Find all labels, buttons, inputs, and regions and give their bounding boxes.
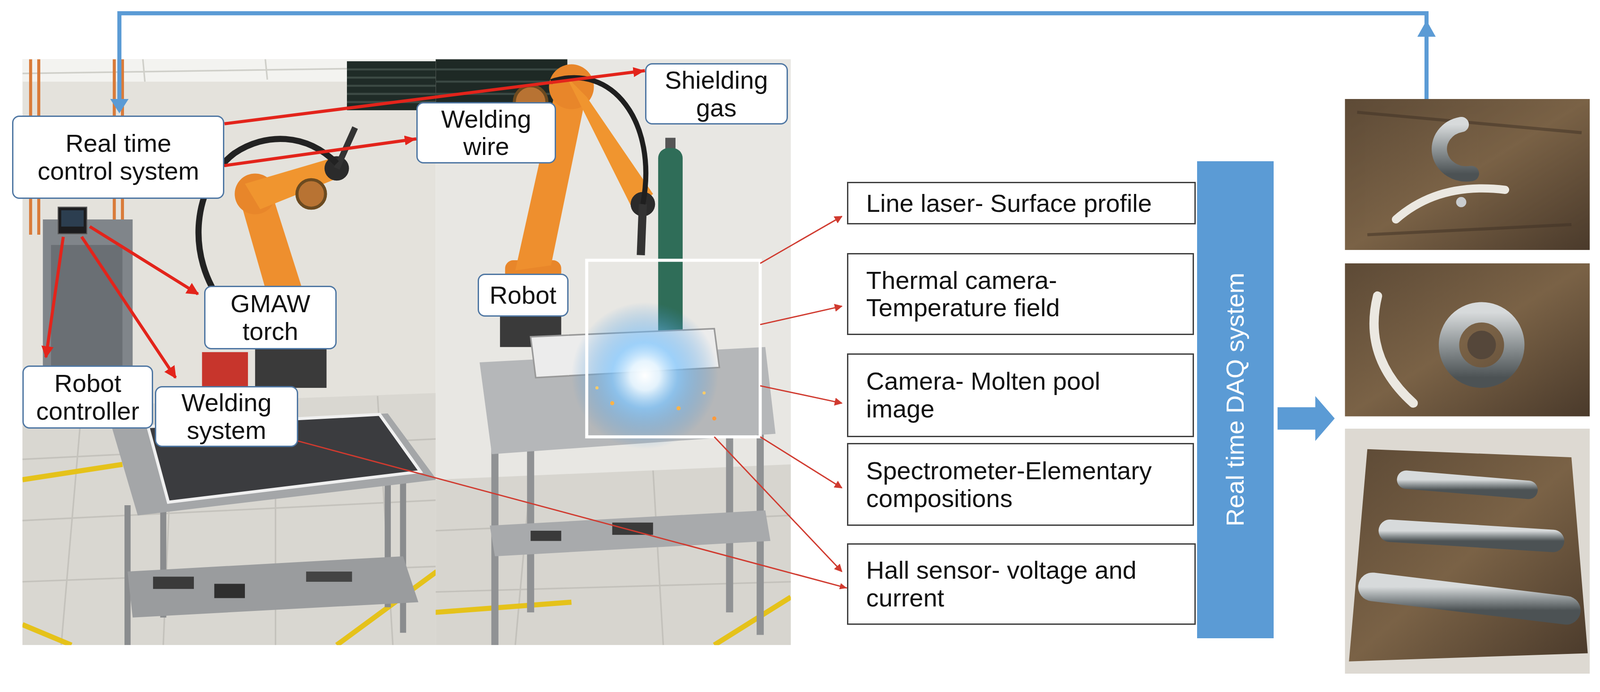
box-label: Line laser- Surface profile bbox=[866, 189, 1173, 218]
sensor-box: Spectrometer-Elementary compositions bbox=[847, 442, 1194, 526]
feedback-loop-arrow-part bbox=[110, 98, 129, 114]
lab-photo-right-part bbox=[586, 260, 761, 437]
control-signal-arrows-part bbox=[81, 236, 176, 378]
control-arrow bbox=[224, 138, 417, 166]
photo-callout-box: Shielding gas bbox=[645, 63, 788, 125]
weld-sample-photo-part bbox=[1389, 530, 1553, 541]
weld-sample-photo-part bbox=[1449, 312, 1515, 378]
weld-sample-photo-part bbox=[1344, 428, 1590, 674]
photo-callout-box: Robot controller bbox=[22, 365, 154, 429]
sensor-box: Line laser- Surface profile bbox=[847, 181, 1197, 225]
sensor-leader-lines-part bbox=[760, 306, 842, 325]
box-label: Real time DAQ system bbox=[1221, 272, 1250, 527]
signal-leader bbox=[298, 440, 848, 588]
box-label: Robot controller bbox=[30, 369, 145, 425]
photo-callout-box: Robot bbox=[477, 273, 569, 317]
box-label: Welding system bbox=[163, 388, 290, 444]
lab-photo-right-part bbox=[489, 509, 771, 557]
box-label: GMAW torch bbox=[212, 289, 329, 345]
lab-photo-right-part bbox=[571, 302, 719, 450]
weld-sample-photo-part bbox=[1395, 188, 1506, 220]
sensor-box: Hall sensor- voltage and current bbox=[847, 543, 1197, 625]
lab-photo-left-part bbox=[61, 209, 84, 227]
lab-photo-right-part bbox=[551, 77, 646, 204]
box-label: Camera- Molten pool image bbox=[866, 367, 1171, 423]
weld-sample-photo-part bbox=[1344, 98, 1590, 250]
box-label: Shielding gas bbox=[653, 66, 780, 122]
lab-photo-left-part bbox=[201, 351, 249, 391]
sensor-leader-lines-part bbox=[760, 436, 842, 488]
lab-photo-right-part bbox=[610, 401, 615, 406]
lab-photo-right-part bbox=[595, 386, 599, 390]
lab-photo-left-part bbox=[58, 207, 87, 234]
output-arrow bbox=[1277, 395, 1335, 441]
lab-photo-left-part bbox=[296, 179, 326, 209]
weld-sample-photo-part bbox=[1348, 449, 1588, 662]
weld-sample-photo bbox=[1344, 263, 1590, 417]
weld-sample-photo-part bbox=[1373, 295, 1414, 403]
sensor-leader-lines-part bbox=[760, 216, 842, 264]
weld-sample-photo-part bbox=[1467, 330, 1497, 360]
daq-band: Real time DAQ system bbox=[1197, 161, 1274, 638]
lab-photo-left bbox=[22, 59, 436, 645]
lab-photo-right-part bbox=[640, 204, 643, 256]
weld-sample-photo-part bbox=[1344, 263, 1590, 417]
lab-photo-right-part bbox=[435, 470, 791, 646]
control-signal-arrows-part bbox=[46, 236, 64, 358]
box-label: Welding wire bbox=[424, 105, 548, 161]
box-label: Spectrometer-Elementary compositions bbox=[866, 456, 1171, 512]
sensor-leader-lines-part bbox=[760, 385, 842, 403]
photo-callout-box: Welding wire bbox=[416, 102, 557, 164]
box-label: Thermal camera- Temperature field bbox=[866, 266, 1171, 322]
weld-sample-photo-part bbox=[1372, 586, 1567, 610]
weld-sample-photo-part bbox=[1357, 112, 1582, 235]
lab-photo-left-part bbox=[153, 576, 194, 589]
lab-photo-left-part bbox=[214, 583, 245, 598]
control-signal-arrows-part bbox=[89, 226, 199, 294]
feedback-loop-arrow-part bbox=[1417, 20, 1436, 37]
lab-photo-left-part bbox=[22, 59, 436, 645]
photo-callout-box: Welding system bbox=[154, 385, 298, 448]
sensor-box: Thermal camera- Temperature field bbox=[847, 252, 1194, 335]
lab-photo-left-part bbox=[244, 158, 337, 210]
weld-sample-photo bbox=[1344, 428, 1590, 674]
control-system-box: Real time control system bbox=[12, 115, 225, 200]
weld-sample-photo-part bbox=[1406, 479, 1529, 490]
lab-photo-right-part bbox=[712, 416, 717, 421]
lab-photo-right-part bbox=[612, 522, 654, 535]
output-arrow-part bbox=[1277, 395, 1335, 441]
box-label: Hall sensor- voltage and current bbox=[866, 556, 1173, 612]
sensor-leader-lines bbox=[714, 216, 843, 572]
lab-photo-left-part bbox=[127, 556, 419, 618]
weld-sample-photo bbox=[1344, 98, 1590, 250]
control-signal-arrows bbox=[46, 226, 199, 378]
weld-sample-photo-part bbox=[1439, 124, 1472, 174]
lab-photo-right-part bbox=[435, 596, 791, 645]
lab-photo-left-part bbox=[306, 571, 353, 582]
photo-callout-box: GMAW torch bbox=[204, 285, 337, 349]
weld-sample-photo-part bbox=[1456, 196, 1467, 208]
box-label: Real time control system bbox=[26, 129, 210, 185]
lab-photo-right-part bbox=[530, 530, 561, 541]
lab-photo-right-part bbox=[702, 391, 706, 395]
sensor-box: Camera- Molten pool image bbox=[847, 353, 1194, 437]
sensor-leader-lines-part bbox=[714, 436, 843, 572]
lab-photo-right-part bbox=[676, 406, 681, 411]
box-label: Robot bbox=[482, 281, 564, 309]
